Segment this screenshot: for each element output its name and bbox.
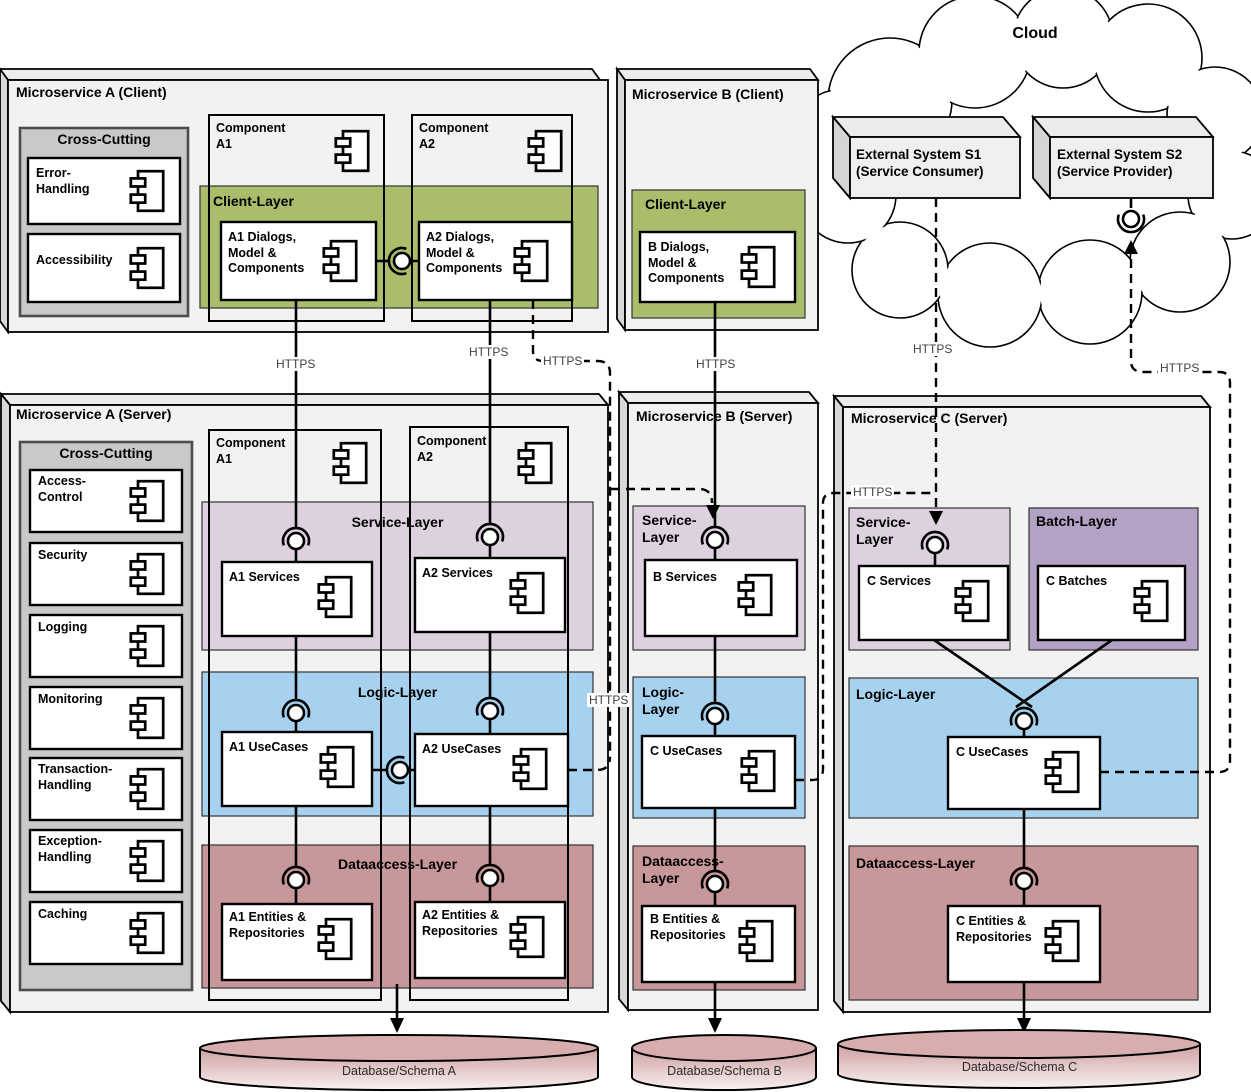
socket-b-services	[700, 525, 730, 545]
ball-c-services	[925, 535, 945, 555]
socket-c-services	[920, 530, 950, 550]
https-branch-to-bservices	[611, 487, 714, 504]
arrowhead-s2	[1124, 240, 1138, 254]
external-system-s1-box	[831, 114, 1022, 201]
cloud-fill	[800, 0, 1251, 345]
ball-b-services	[705, 530, 725, 550]
arrowhead-db-a	[390, 1018, 404, 1033]
ball-a2-usecases	[480, 701, 500, 721]
ball-a1-usecases	[286, 703, 306, 723]
socket-a2-usecases	[475, 696, 505, 716]
socket-server-assembly	[385, 755, 405, 785]
ball-c-entities	[1014, 871, 1034, 891]
https-busecases-to-cservices	[795, 491, 931, 782]
arrowhead-db-c	[1017, 1018, 1031, 1033]
ball-a2-services	[480, 527, 500, 547]
socket-client-assembly	[387, 246, 407, 276]
ball-c-usecases-c	[1014, 711, 1034, 731]
b-services-box	[643, 558, 799, 638]
database-c-cylinder	[837, 1029, 1201, 1089]
ball-a1-services	[286, 531, 306, 551]
socket-a2-entities	[475, 863, 505, 883]
database-a-cylinder	[199, 1034, 599, 1091]
a2-dialogs-box	[417, 220, 574, 302]
external-system-s2-box	[1031, 114, 1215, 201]
a2-entities-box	[413, 900, 567, 980]
socket-a1-services	[281, 526, 311, 546]
arrowhead-db-b	[708, 1018, 722, 1033]
component-a2-client-box	[411, 114, 573, 322]
connector-c-chain	[933, 553, 1113, 1020]
accessibility-box	[26, 232, 182, 304]
socket-c-entities	[1009, 866, 1039, 886]
ball-b-entities	[705, 874, 725, 894]
database-b-cylinder	[631, 1034, 817, 1091]
socket-s2-provided	[1116, 214, 1146, 234]
https-cusecases-to-s2	[1100, 254, 1232, 774]
ball-client-assembly	[392, 251, 412, 271]
https-a2usecases-join	[568, 756, 612, 772]
ball-c-usecases-b	[705, 706, 725, 726]
socket-a2-services	[475, 522, 505, 542]
socket-a1-usecases	[281, 698, 311, 718]
arrowhead-cservices	[929, 511, 943, 525]
arrowhead-bservices	[706, 505, 720, 519]
ball-a2-entities	[480, 868, 500, 888]
ball-a1-entities	[286, 870, 306, 890]
socket-c-usecases-c	[1009, 706, 1039, 726]
ball-server-assembly	[390, 760, 410, 780]
socket-b-entities	[700, 869, 730, 889]
ball-s2	[1121, 209, 1141, 229]
socket-c-usecases-b	[700, 701, 730, 721]
socket-a1-entities	[281, 865, 311, 885]
